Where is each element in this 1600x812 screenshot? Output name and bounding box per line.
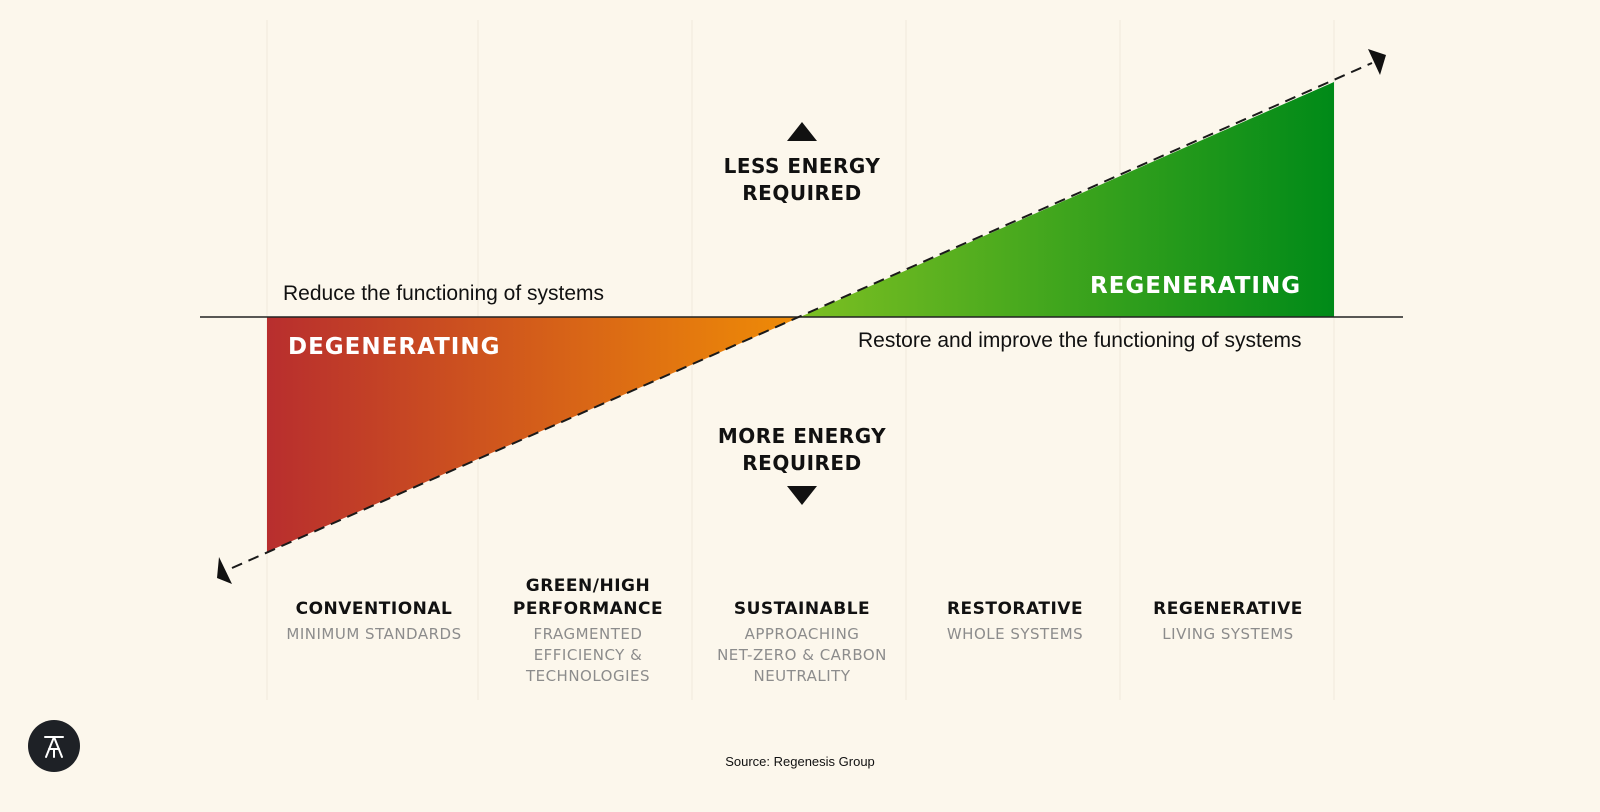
- column-sustainable: SUSTAINABLE APPROACHING NET-ZERO & CARBO…: [697, 574, 907, 687]
- column-description: APPROACHING NET-ZERO & CARBON NEUTRALITY: [717, 625, 887, 685]
- column-title: SUSTAINABLE: [733, 599, 871, 619]
- trend-arrow-end: [1368, 49, 1386, 75]
- column-title: GREEN/HIGH PERFORMANCE: [512, 576, 664, 619]
- regenerating-label: REGENERATING: [1090, 273, 1302, 299]
- trend-line: [231, 62, 1373, 569]
- column-restorative: RESTORATIVE WHOLE SYSTEMS: [910, 574, 1120, 645]
- down-arrow-icon: [787, 486, 817, 505]
- column-conventional: CONVENTIONAL MINIMUM STANDARDS: [269, 574, 479, 645]
- degenerating-label: DEGENERATING: [288, 334, 501, 360]
- column-description: LIVING SYSTEMS: [1162, 625, 1294, 643]
- less-energy-label: LESS ENERGY REQUIRED: [723, 154, 881, 205]
- stool-logo-icon[interactable]: [28, 720, 80, 772]
- column-description: WHOLE SYSTEMS: [946, 625, 1084, 643]
- source-caption: Source: Regenesis Group: [725, 754, 875, 769]
- column-description: FRAGMENTED EFFICIENCY & TECHNOLOGIES: [525, 625, 651, 685]
- reduce-note: Reduce the functioning of systems: [283, 282, 605, 305]
- column-description: MINIMUM STANDARDS: [286, 625, 462, 643]
- column-regenerative: REGENERATIVE LIVING SYSTEMS: [1123, 574, 1333, 645]
- up-arrow-icon: [787, 122, 817, 141]
- column-title: REGENERATIVE: [1153, 599, 1303, 619]
- more-energy-label: MORE ENERGY REQUIRED: [717, 424, 887, 475]
- trend-arrow-start: [217, 557, 232, 584]
- column-title: CONVENTIONAL: [295, 599, 453, 619]
- column-title: RESTORATIVE: [946, 599, 1084, 619]
- column-green-high-performance: GREEN/HIGH PERFORMANCE FRAGMENTED EFFICI…: [483, 574, 693, 687]
- restore-note: Restore and improve the functioning of s…: [858, 329, 1302, 352]
